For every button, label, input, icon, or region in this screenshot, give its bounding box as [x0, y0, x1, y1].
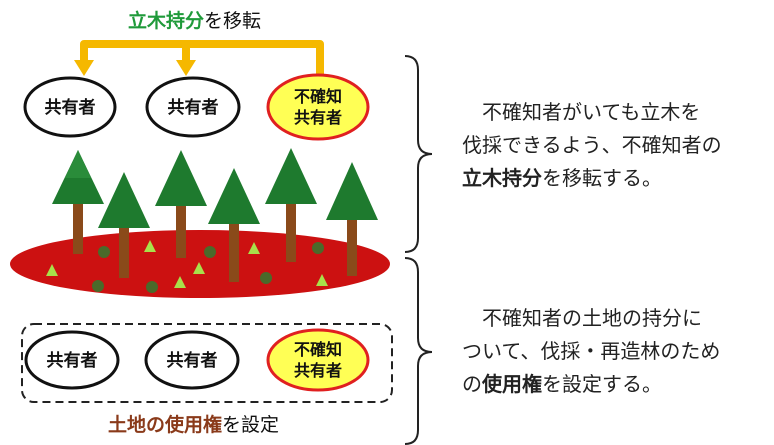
bottom-caption-rest: を設定 [222, 414, 280, 436]
owner-oval-top-1: 共有者 [23, 76, 117, 138]
description-land-use-right: 不確知者の土地の持分に ついて、伐採・再造林のため の使用権を設定する。 [462, 302, 720, 401]
desc-bottom-pre: の [462, 372, 482, 396]
desc-top-line3: 立木持分を移転する。 [462, 162, 722, 195]
bottom-caption-highlight: 土地の使用権 [108, 414, 223, 436]
top-caption-highlight: 立木持分 [128, 10, 205, 32]
description-tree-transfer: 不確知者がいても立木を 伐採できるよう、不確知者の 立木持分を移転する。 [462, 96, 722, 195]
unknown-label-line1: 不確知 [294, 340, 342, 359]
owner-label: 共有者 [168, 97, 219, 118]
desc-top-rest: を移転する。 [542, 166, 662, 190]
land-owners-box [21, 323, 393, 403]
tree [155, 150, 207, 258]
tree [52, 150, 104, 254]
owner-label: 共有者 [167, 350, 218, 371]
brace-bottom [404, 257, 433, 445]
desc-top-line2: 伐採できるよう、不確知者の [462, 133, 722, 157]
unknown-owner-oval-bottom: 不確知 共有者 [266, 328, 370, 392]
saplings [46, 240, 328, 293]
arrow-to-owner-2 [182, 40, 320, 62]
desc-bottom-bold: 使用権 [482, 372, 542, 396]
brace-top [404, 55, 433, 253]
desc-bottom-line2: ついて、伐採・再造林のため [462, 339, 721, 363]
owner-label: 共有者 [47, 350, 98, 371]
arrow-head-2 [176, 60, 196, 76]
desc-bottom-line1: 不確知者の土地の持分に [482, 306, 702, 330]
bottom-caption: 土地の使用権を設定 [108, 410, 279, 437]
arrow-head-1 [74, 60, 94, 76]
owner-label: 共有者 [45, 97, 96, 118]
unknown-label-line1: 不確知 [294, 87, 342, 106]
top-caption: 立木持分を移転 [128, 6, 261, 33]
tree [98, 172, 150, 278]
unknown-owner-oval-top: 不確知 共有者 [266, 73, 370, 141]
owner-oval-top-2: 共有者 [145, 76, 241, 138]
tree [208, 168, 260, 282]
tree [265, 148, 317, 262]
tree [326, 162, 378, 276]
desc-bottom-line3: の使用権を設定する。 [462, 368, 720, 401]
unknown-label-line2: 共有者 [294, 361, 342, 380]
owner-oval-bottom-1: 共有者 [24, 330, 120, 390]
desc-top-bold: 立木持分 [462, 166, 542, 190]
desc-bottom-rest: を設定する。 [542, 372, 662, 396]
unknown-label-line2: 共有者 [294, 108, 342, 127]
top-caption-rest: を移転 [204, 10, 262, 32]
owner-oval-bottom-2: 共有者 [144, 330, 240, 390]
desc-top-line1: 不確知者がいても立木を [482, 100, 701, 124]
transfer-arrows [80, 40, 324, 84]
